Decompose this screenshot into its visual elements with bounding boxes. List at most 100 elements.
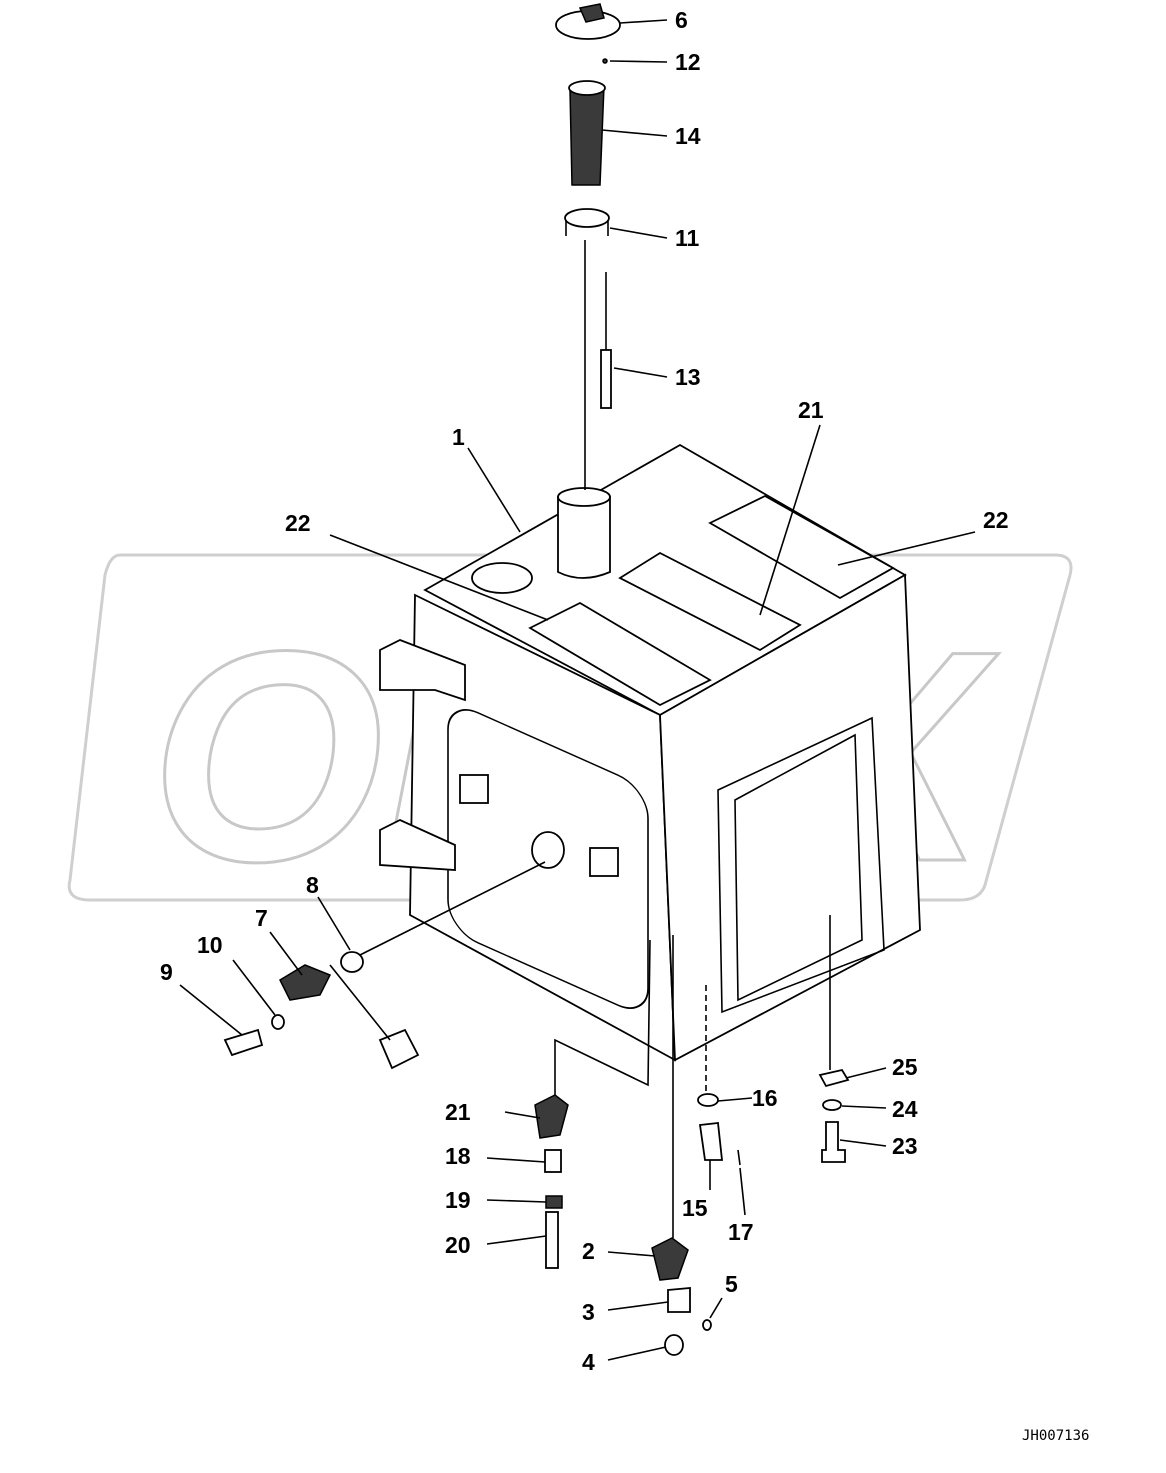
leader-11 (609, 227, 668, 239)
callouts: 6 12 14 11 13 1 21 22 22 8 7 10 9 21 18 … (160, 7, 1009, 1375)
left-window (447, 709, 649, 1009)
part-cap-knob (578, 3, 605, 23)
part-gasket (340, 951, 364, 973)
callout-20: 20 (445, 1232, 471, 1258)
callout-15: 15 (682, 1195, 708, 1221)
part-pin (602, 58, 608, 64)
leader-13 (613, 367, 668, 378)
leader-24 (841, 1105, 887, 1109)
callout-8: 8 (306, 872, 319, 898)
bracket-upper (379, 639, 466, 702)
leader-4 (607, 1346, 667, 1361)
callout-2: 2 (582, 1238, 595, 1264)
leader-25 (845, 1067, 887, 1079)
part-clamp-upper (534, 1094, 569, 1139)
part-pin-17 (737, 1149, 741, 1166)
part-ring (564, 208, 610, 228)
callout-3: 3 (582, 1299, 595, 1325)
callout-24: 24 (892, 1096, 918, 1122)
part-oring-16 (697, 1093, 719, 1107)
leader-23 (839, 1139, 887, 1147)
right-window-frame (717, 716, 885, 1014)
callout-12: 12 (675, 49, 701, 75)
leader-8 (317, 896, 351, 951)
part-union (698, 1122, 724, 1161)
part-washer-24 (822, 1099, 842, 1111)
tank-right-face (659, 573, 921, 1062)
leader-2 (607, 1251, 656, 1257)
leader-8-axis (359, 861, 546, 956)
part-gauge (600, 349, 612, 409)
part-strainer (569, 85, 605, 186)
callout-22-left: 22 (285, 510, 311, 536)
callout-22-top: 21 (798, 397, 824, 423)
leader-1 (467, 447, 521, 533)
leader-10 (232, 959, 276, 1016)
bracket-lower (379, 819, 456, 871)
callout-25: 25 (892, 1054, 918, 1080)
callout-10: 10 (197, 932, 223, 958)
tank-body (379, 443, 921, 1062)
leader-19 (486, 1199, 547, 1203)
callout-16: 16 (752, 1085, 778, 1111)
drawing-code: JH007136 (1022, 1428, 1089, 1444)
leader-18 (486, 1157, 546, 1163)
part-plug (664, 1334, 684, 1356)
callout-9: 9 (160, 959, 173, 985)
top-cover (471, 562, 533, 594)
leader-lines (179, 19, 976, 1361)
callout-17: 17 (728, 1219, 754, 1245)
callout-11: 11 (675, 225, 700, 251)
part-ring-legs (565, 220, 609, 236)
leader-22-top (759, 424, 821, 616)
filler-opening (557, 487, 611, 507)
callout-21: 21 (445, 1099, 471, 1125)
callout-14: 14 (675, 123, 701, 149)
callout-7: 7 (255, 905, 268, 931)
part-bolt (223, 1028, 264, 1057)
leader-9 (179, 984, 243, 1036)
leader-16 (717, 1097, 753, 1102)
part-pipe (545, 1211, 559, 1269)
leader-17 (739, 1167, 746, 1216)
callout-19: 19 (445, 1187, 471, 1213)
watermark-frame (67, 553, 1073, 902)
callout-22-right: 22 (983, 507, 1009, 533)
block-right (589, 847, 619, 877)
center-port (531, 831, 565, 869)
block-left (459, 774, 489, 804)
leader-6 (619, 19, 668, 24)
leader-12 (609, 60, 668, 63)
callout-5: 5 (725, 1271, 738, 1297)
top-plate-1 (528, 601, 712, 707)
exploded-parts (223, 3, 850, 1356)
part-washer (271, 1014, 285, 1030)
part-bolt-23 (821, 1121, 846, 1163)
top-plate-2 (618, 551, 802, 652)
leader-7 (269, 931, 303, 976)
part-clamp-lower (651, 1237, 689, 1281)
leader-20 (486, 1235, 547, 1245)
leader-22-left (329, 534, 549, 621)
filler-neck (557, 496, 611, 579)
part-sensor (279, 964, 332, 1001)
callout-6: 6 (675, 7, 688, 33)
top-plate-3 (708, 494, 895, 600)
part-float-arm (329, 964, 391, 1041)
pipe-route (554, 939, 651, 1095)
callout-18: 18 (445, 1143, 471, 1169)
leader-5 (709, 1297, 723, 1319)
callout-1: 1 (452, 424, 465, 450)
part-elbow (667, 1287, 691, 1313)
part-nut (545, 1195, 563, 1209)
callout-23: 23 (892, 1133, 918, 1159)
leader-22-right (837, 531, 976, 566)
callout-4: 4 (582, 1349, 595, 1375)
part-fitting (544, 1149, 562, 1173)
part-oring (702, 1319, 712, 1331)
right-window (734, 733, 863, 1002)
callout-13: 13 (675, 364, 701, 390)
leader-3 (607, 1301, 669, 1311)
